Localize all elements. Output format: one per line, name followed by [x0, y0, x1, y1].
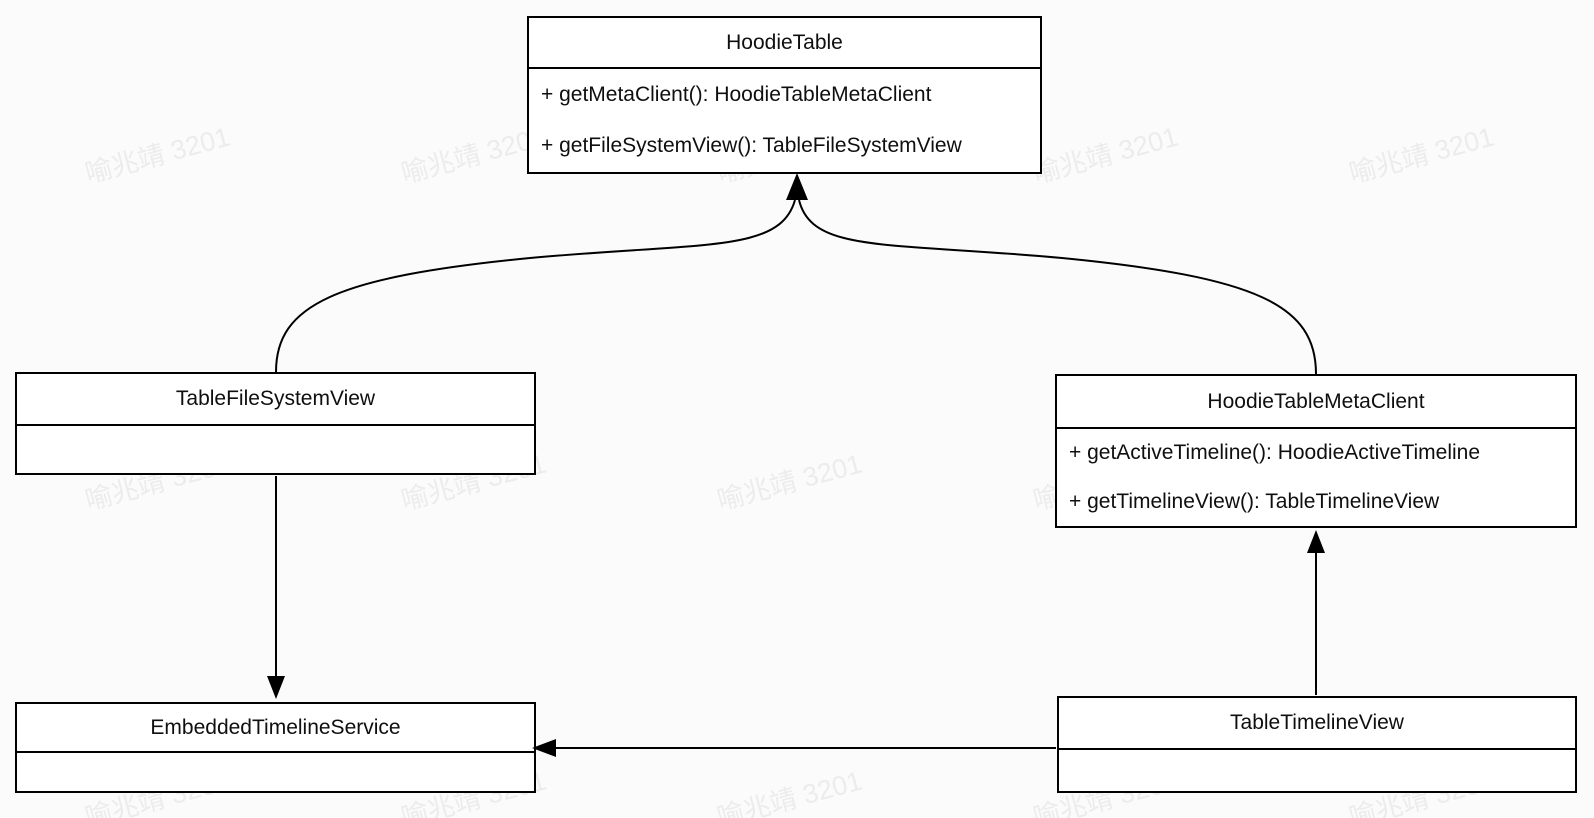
class-method: + getMetaClient(): HoodieTableMetaClient: [541, 82, 932, 106]
class-box-hoodietablemetaclient: HoodieTableMetaClient + getActiveTimelin…: [1055, 374, 1577, 528]
class-box-embeddedtimelineservice: EmbeddedTimelineService: [15, 702, 536, 793]
class-method: + getFileSystemView(): TableFileSystemVi…: [541, 134, 962, 158]
arrowhead-down-embeddedtimelineservice: [267, 676, 285, 699]
edge-hoodietablemetaclient-to-hoodietable: [798, 199, 1317, 375]
class-members: + getActiveTimeline(): HoodieActiveTimel…: [1057, 429, 1575, 526]
arrowhead-up-hoodietable: [786, 173, 808, 200]
class-box-tablefilesystemview: TableFileSystemView: [15, 372, 536, 475]
watermark: 喻兆靖 3201: [82, 121, 234, 189]
class-box-tabletimelineview: TableTimelineView: [1057, 696, 1577, 793]
class-title: HoodieTableMetaClient: [1057, 376, 1575, 429]
class-method: + getActiveTimeline(): HoodieActiveTimel…: [1069, 441, 1481, 465]
class-title: EmbeddedTimelineService: [17, 704, 534, 753]
class-members-empty: [17, 753, 534, 791]
class-members: + getMetaClient(): HoodieTableMetaClient…: [529, 69, 1040, 172]
watermark: 喻兆靖 3201: [1030, 121, 1182, 189]
arrowhead-up-hoodietablemetaclient: [1307, 530, 1325, 553]
class-members-empty: [17, 426, 534, 473]
class-box-hoodietable: HoodieTable + getMetaClient(): HoodieTab…: [527, 16, 1042, 174]
class-title: TableTimelineView: [1059, 698, 1575, 750]
class-method: + getTimelineView(): TableTimelineView: [1069, 489, 1440, 513]
watermark: 喻兆靖 3201: [714, 765, 866, 818]
watermark: 喻兆靖 3201: [714, 448, 866, 516]
edge-tablefilesystemview-to-hoodietable: [275, 199, 796, 373]
class-members-empty: [1059, 750, 1575, 791]
watermark: 喻兆靖 3201: [1346, 121, 1498, 189]
class-title: TableFileSystemView: [17, 374, 534, 426]
class-title: HoodieTable: [529, 18, 1040, 69]
